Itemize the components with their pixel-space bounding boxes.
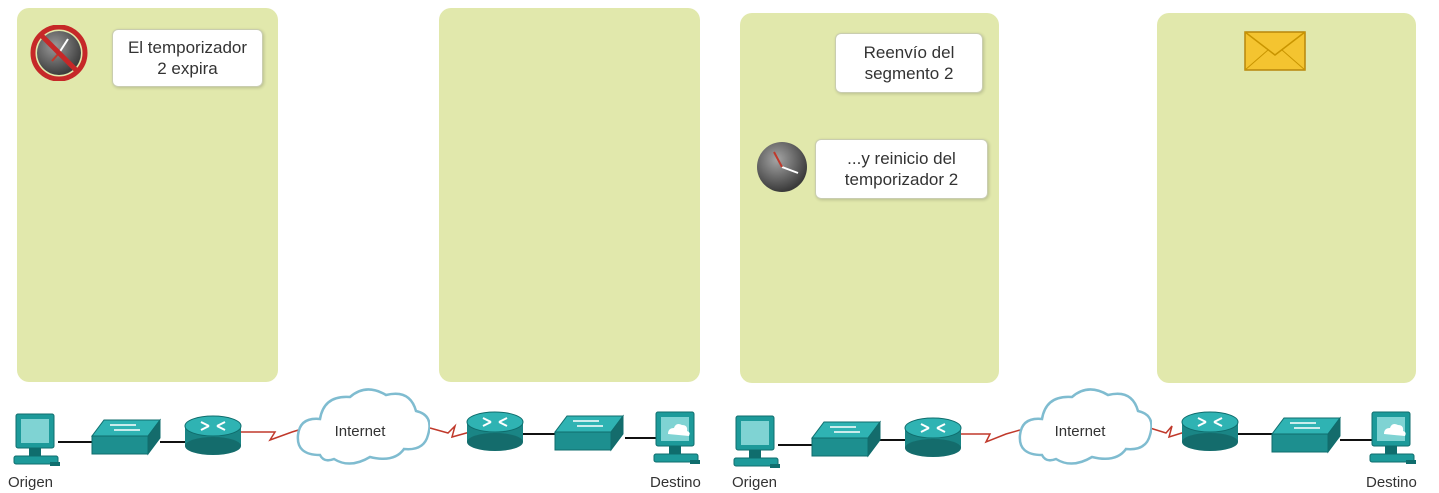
scene2-source-pc-icon <box>733 415 781 469</box>
restart-timer-line2: temporizador 2 <box>844 170 959 189</box>
clock-icon <box>757 142 807 192</box>
resend-segment-line1: Reenvío del <box>863 43 955 62</box>
scene1-internet-label: Internet <box>334 423 386 440</box>
resend-segment-line2: segmento 2 <box>864 64 954 83</box>
timer-expires-note: El temporizador 2 expira <box>112 29 263 87</box>
timer-expires-line2: 2 expira <box>157 59 218 78</box>
scene2-destination-server-icon <box>1369 411 1417 465</box>
scene1-source-label: Origen <box>8 474 54 491</box>
scene1-switch-left-icon <box>91 419 161 455</box>
timer-expires-line1: El temporizador <box>127 38 248 57</box>
scene1-destination-label: Destino <box>650 474 701 491</box>
envelope-icon <box>1244 31 1306 71</box>
scene1-switch-right-icon <box>554 415 624 451</box>
scene2-internet-label: Internet <box>1054 423 1106 440</box>
scene1-links <box>58 423 662 443</box>
scene1-destination-server-icon <box>653 411 701 465</box>
scene2-switch-left-icon <box>811 421 881 457</box>
resend-segment-note: Reenvío del segmento 2 <box>835 33 983 93</box>
restart-timer-note: ...y reinicio del temporizador 2 <box>815 139 988 199</box>
scene1-router-right-icon <box>466 411 524 452</box>
scene2-panel-right <box>1157 13 1416 383</box>
scene2-router-right-icon <box>1181 411 1239 452</box>
scene1-source-pc-icon <box>13 413 61 467</box>
restart-timer-line1: ...y reinicio del <box>847 149 956 168</box>
timer-expired-icon <box>30 25 88 81</box>
scene1-router-left-icon <box>184 415 242 456</box>
scene2-switch-right-icon <box>1271 417 1341 453</box>
scene2-destination-label: Destino <box>1366 474 1417 491</box>
scene1-panel-right <box>439 8 700 382</box>
scene2-source-label: Origen <box>732 474 778 491</box>
scene2-router-left-icon <box>904 417 962 458</box>
